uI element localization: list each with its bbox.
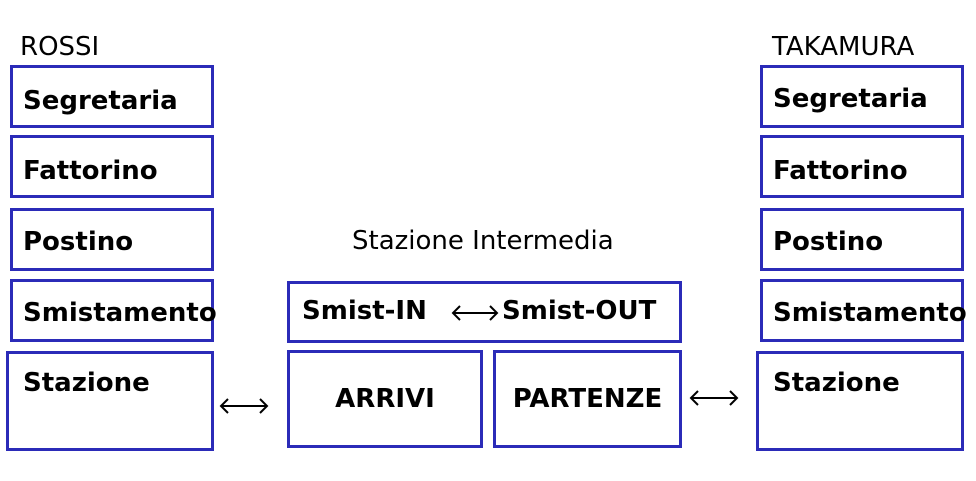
right-layer-label: Segretaria xyxy=(773,84,928,114)
left-layer-label: Fattorino xyxy=(23,156,158,186)
smist-box: Smist-IN Smist-OUT xyxy=(287,281,682,343)
left-layer-label: Postino xyxy=(23,227,134,257)
left-layer-segretaria: Segretaria xyxy=(10,65,214,128)
departures-label: PARTENZE xyxy=(512,384,663,414)
smist-in-label: Smist-IN xyxy=(302,296,427,326)
left-layer-label: Segretaria xyxy=(23,86,178,116)
arrivals-box: ARRIVI xyxy=(287,350,483,448)
smist-out-label: Smist-OUT xyxy=(502,296,657,326)
right-layer-label: Fattorino xyxy=(773,156,908,186)
left-stack-title: ROSSI xyxy=(20,32,100,62)
left-link-arrow xyxy=(219,398,269,414)
right-layer-label: Smistamento xyxy=(773,298,967,328)
right-layer-stazione: Stazione xyxy=(756,351,964,451)
left-layer-fattorino: Fattorino xyxy=(10,135,214,198)
right-layer-label: Postino xyxy=(773,227,884,257)
right-layer-segretaria: Segretaria xyxy=(760,65,964,128)
left-layer-smistamento: Smistamento xyxy=(10,279,217,342)
left-layer-label: Stazione xyxy=(23,368,150,398)
right-layer-label: Stazione xyxy=(773,368,900,398)
right-layer-postino: Postino xyxy=(760,208,964,271)
smist-double-arrow xyxy=(451,305,499,321)
left-layer-stazione: Stazione xyxy=(6,351,214,451)
middle-title: Stazione Intermedia xyxy=(352,226,614,256)
right-layer-fattorino: Fattorino xyxy=(760,135,964,198)
right-link-arrow xyxy=(689,390,739,406)
arrivals-label: ARRIVI xyxy=(335,384,435,414)
right-layer-smistamento: Smistamento xyxy=(760,279,967,342)
right-stack-title: TAKAMURA xyxy=(772,32,915,62)
departures-box: PARTENZE xyxy=(493,350,682,448)
left-layer-label: Smistamento xyxy=(23,298,217,328)
left-layer-postino: Postino xyxy=(10,208,214,271)
